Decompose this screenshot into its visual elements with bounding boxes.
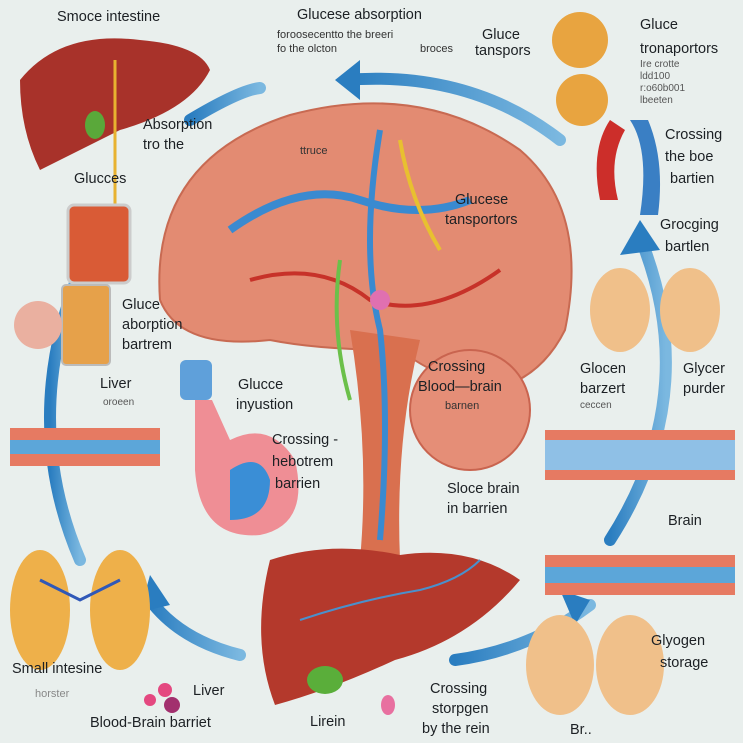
- label-gluce-tr: Gluce: [640, 17, 678, 33]
- label-brain-right: Brain: [668, 513, 702, 529]
- arrow-right: [604, 244, 672, 546]
- label-crossing-bottom: Crossing: [430, 681, 488, 697]
- label-absorption: Absorption: [143, 117, 213, 133]
- label-gluce-top: Gluce: [482, 27, 520, 43]
- label-purder: purder: [683, 381, 725, 397]
- label-small: r:o60b001: [640, 83, 686, 94]
- label-crossing-r2: the boe: [665, 149, 714, 165]
- label-storpgen: storpgen: [432, 701, 489, 717]
- label-horster: horster: [35, 688, 70, 700]
- label-small: lbeeten: [640, 95, 673, 106]
- label-bartrem: bartrem: [122, 337, 172, 353]
- arrow-bottom-left: [144, 594, 246, 661]
- label-oroeen: oroeen: [103, 397, 135, 408]
- label-stomach-3: barrien: [275, 476, 321, 492]
- title: Glucese absorption: [297, 7, 422, 23]
- label-liver-left: Liver: [100, 376, 132, 392]
- subtitle-line: broces: [420, 43, 454, 55]
- label-transporters-tr: tronaportors: [640, 41, 719, 57]
- label-brain-transporters: tansportors: [445, 212, 518, 228]
- label-small-intestine: Small intesine: [12, 661, 103, 677]
- label-bbb-2: Blood—brain: [418, 379, 502, 395]
- label-tanspors: tanspors: [475, 43, 531, 59]
- label-aborption: aborption: [122, 317, 183, 333]
- label-bbb-1: Crossing: [428, 359, 486, 375]
- label-lirein: Lirein: [310, 714, 346, 730]
- subtitle-line: foroosecentto the breeri: [277, 29, 394, 41]
- arrow-top: [339, 72, 566, 146]
- label-stomach-2: hebotrem: [272, 454, 334, 470]
- label-grocging: Grocging: [660, 217, 719, 233]
- label-small: ldd100: [640, 71, 671, 82]
- label-barzert: barzert: [580, 381, 626, 397]
- label-br: Br..: [570, 722, 592, 738]
- label-ceccen: ceccen: [580, 400, 612, 411]
- label-crossing-r3: bartien: [670, 171, 715, 187]
- label-storage: storage: [660, 655, 709, 671]
- label-small: Ire crotte: [640, 59, 680, 70]
- label-brain-glucose: Glucese: [455, 192, 509, 208]
- label-ttruce: ttruce: [300, 145, 328, 157]
- label-stomach-1: Crossing -: [272, 432, 339, 448]
- label-glocen: Glocen: [580, 361, 626, 377]
- label-inyustion: inyustion: [236, 397, 294, 413]
- label-glyogen: Glyogen: [651, 633, 706, 649]
- label-glucce: Glucce: [238, 377, 284, 393]
- brain-icon: [158, 102, 573, 560]
- arrow-top-left: [184, 82, 266, 126]
- label-grocging-2: bartlen: [665, 239, 710, 255]
- label-sloce-brain: Sloce brain: [447, 481, 520, 497]
- label-in-barrien: in barrien: [447, 501, 508, 517]
- label-liver-bottom: Liver: [193, 683, 225, 699]
- label-crossing-r: Crossing: [665, 127, 723, 143]
- label-glycer: Glycer: [683, 361, 725, 377]
- subtitle-line: fo the olcton: [277, 43, 337, 55]
- liver-bottom-icon: [261, 548, 520, 705]
- label-bbb-3: barnen: [445, 400, 480, 412]
- label-by-the-rein: by the rein: [422, 721, 490, 737]
- label-gluces: Glucces: [74, 171, 127, 187]
- label-blood-brain-barrier: Blood-Brain barriet: [90, 715, 211, 731]
- label-absorption-2: tro the: [143, 137, 185, 153]
- label-gluce-left: Gluce: [122, 297, 160, 313]
- label-small-intestine-top: Smoce intestine: [57, 9, 161, 25]
